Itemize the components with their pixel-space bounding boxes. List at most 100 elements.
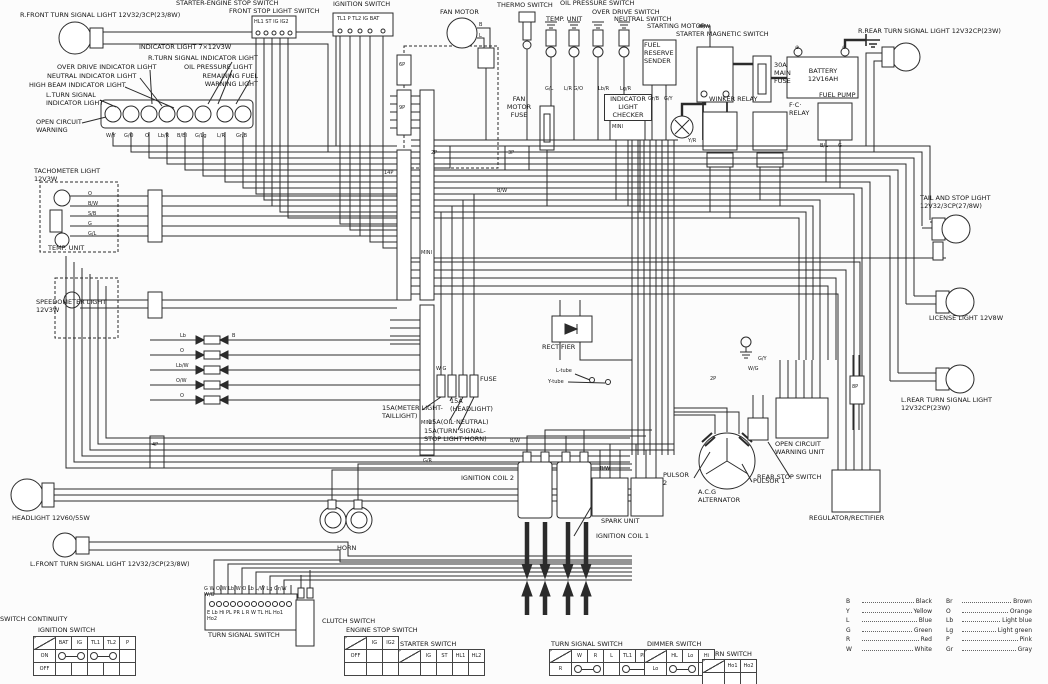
label-fuse: FUSE — [480, 375, 497, 383]
fan-motor-fuse — [539, 105, 555, 206]
col-r: R — [587, 649, 604, 663]
col-st: ST — [436, 649, 453, 663]
wire-label: G — [838, 143, 842, 149]
battery — [786, 34, 880, 99]
r-rear-turn-signal-lamp — [865, 42, 921, 152]
label-spark-unit: SPARK UNIT — [601, 517, 640, 525]
col-l: L — [603, 649, 620, 663]
label-oil-switch: OIL PRESSURE SWITCH — [560, 0, 635, 7]
connector-label: 3P — [508, 150, 515, 156]
wire-label: B/W — [497, 188, 508, 194]
col-tl1: TL1 — [87, 636, 104, 650]
wire-label: L/R G/O — [564, 86, 584, 92]
wire-label: HL1 ST IG IG2 — [254, 19, 289, 25]
label-oil-light: OIL PRESSURE LIGHT — [184, 63, 253, 71]
label-acg-alternator: A.C.G ALTERNATOR — [698, 488, 741, 504]
wire-label: O — [180, 348, 184, 354]
battery-plus: ⊕ — [795, 45, 800, 51]
row-r: R — [549, 662, 572, 676]
label-front-stop: FRONT STOP LIGHT SWITCH — [229, 7, 320, 15]
wire-label: G — [88, 221, 92, 227]
label-fuel-pump: FUEL PUMP — [819, 91, 856, 99]
col-p: P — [119, 636, 136, 650]
ignition-coils — [517, 429, 652, 615]
label-rturn-ind: R.TURN SIGNAL INDICATOR LIGHT — [148, 54, 258, 62]
connector-label: 8P — [852, 384, 859, 390]
label-fuse-15a-oil: 15A(OIL·NEUTRAL) — [428, 418, 489, 426]
ignition-switch-connector — [332, 12, 397, 249]
inline-connectors — [150, 335, 420, 405]
connector-label: 2P — [710, 376, 717, 382]
wire-row-label: G W O/W Lb/W O Lb L/W Lg Gr/W W/G — [204, 586, 287, 598]
label-tail-stop: TAIL AND STOP LIGHT 12V32/3CP(27/8W) — [920, 194, 991, 210]
wire-label: G/R — [423, 458, 433, 464]
wire-label: L/R — [217, 133, 225, 139]
label-tss-table: TURN SIGNAL SWITCH — [551, 640, 623, 648]
wire-label: S/B — [88, 211, 97, 217]
indicator-light-checker — [609, 119, 646, 212]
starter-switch-table: IG ST HL1 HL2 — [398, 649, 485, 676]
connector-label: 2P — [431, 150, 438, 156]
wire-label: B/Bl — [177, 133, 187, 139]
label-main-fuse: 30A MAIN FUSE — [774, 61, 791, 85]
wire-label: Y-tube — [548, 379, 564, 385]
rear-stop-switch — [747, 395, 791, 478]
8p-connector — [849, 355, 865, 430]
label-l-front-turn: L.FRONT TURN SIGNAL LIGHT 12V32/3CP(23/8… — [30, 560, 190, 568]
label-overdrive-switch: OVER DRIVE SWITCH — [592, 8, 660, 16]
label-neutral-switch: NEUTRAL SWITCH — [614, 15, 672, 23]
label-rear-stop-switch: REAR STOP SWITCH — [757, 473, 822, 481]
wire-label: L — [479, 33, 482, 39]
tail-stop-lamp — [922, 214, 971, 261]
row-lo: Lo — [644, 662, 667, 676]
label-indicator-checker: INDICATOR LIGHT CHECKER — [604, 94, 652, 122]
col-ho1: Ho1 — [724, 659, 741, 673]
col-hl2: HL2 — [468, 649, 485, 663]
label-temp-unit-top: TEMP. UNIT — [546, 15, 583, 23]
row-off: OFF — [33, 662, 56, 676]
l-front-turn-signal-lamp — [52, 532, 632, 563]
col-hl: HL — [666, 649, 683, 663]
wire-label: B/W — [510, 438, 521, 444]
label-horn: HORN — [337, 544, 357, 552]
license-lamp — [906, 287, 975, 317]
wire-label: W/Y — [106, 133, 116, 139]
label-battery: BATTERY 12V16AH — [807, 67, 839, 83]
clutch-switch — [295, 570, 315, 647]
label-license: LICENSE LIGHT 12V8W — [929, 314, 1004, 322]
label-switch-continuity: SWITCH CONTINUITY — [0, 615, 68, 623]
wire-label: TL1 P TL2 IG BAT — [337, 16, 380, 22]
winker-relay — [702, 111, 788, 218]
wire-label: Lb/R — [598, 86, 610, 92]
label-fan-motor: FAN MOTOR — [440, 8, 479, 16]
tachometer-cluster — [39, 181, 148, 253]
horn-switch-table: Ho1 Ho2 — [702, 659, 757, 684]
label-fc-relay: F·C· RELAY — [789, 101, 810, 117]
fuel-pump — [817, 102, 853, 188]
col-tl1: TL1 — [619, 649, 636, 663]
fuel-reserve-sender — [642, 39, 677, 140]
connector-label: 9P — [399, 105, 406, 111]
wire-label: Gr/B — [648, 96, 660, 102]
connector-label: MINI — [421, 250, 433, 256]
main-fuse — [752, 55, 787, 103]
thermo-switch — [518, 11, 536, 140]
label-winker-relay: WINKER RELAY — [709, 95, 758, 103]
label-ocwu: OPEN CIRCUIT WARNING UNIT — [775, 440, 825, 456]
label-headlight: HEADLIGHT 12V60/55W — [12, 514, 90, 522]
wire-label: O — [145, 133, 149, 139]
wire-label: Lg/R — [620, 86, 632, 92]
label-fuse-15a-meter: 15A(METER LIGHT- TAILLIGHT) — [382, 404, 443, 420]
wire-label: O — [88, 191, 92, 197]
label-l-rear-turn: L.REAR TURN SIGNAL LIGHT 12V32CP(23W) — [901, 396, 993, 412]
label-lturn-ind: L.TURN SIGNAL INDICATOR LIGHT — [46, 91, 104, 107]
label-thermo: THERMO SWITCH — [497, 1, 553, 9]
wire-label: Y/R — [688, 138, 697, 144]
